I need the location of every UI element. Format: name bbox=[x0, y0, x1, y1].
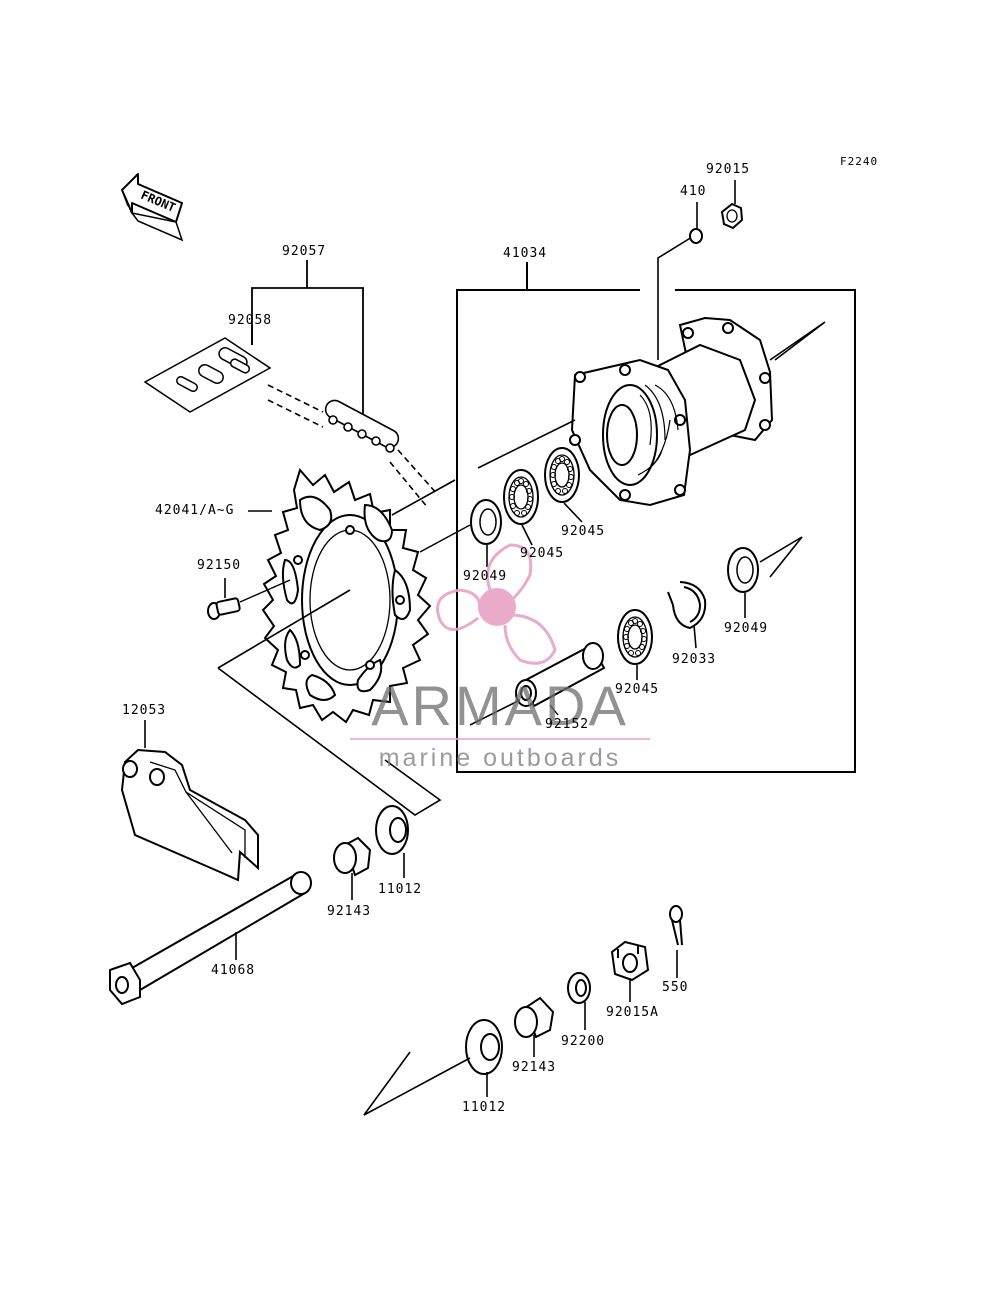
part-label-92033: 92033 bbox=[672, 652, 717, 667]
part-label-92049-right: 92049 bbox=[724, 621, 769, 636]
spacer-tube-92152 bbox=[515, 642, 606, 708]
part-label-550: 550 bbox=[662, 980, 689, 995]
part-label-11012-upper: 11012 bbox=[378, 882, 423, 897]
rear-hub bbox=[569, 316, 774, 507]
part-label-92015a: 92015A bbox=[606, 1005, 659, 1020]
part-label-92045-c: 92045 bbox=[615, 682, 660, 697]
rear-sprocket bbox=[261, 467, 432, 724]
part-label-12053: 12053 bbox=[122, 703, 167, 718]
leader-92152 bbox=[549, 704, 559, 716]
figure-code: F2240 bbox=[840, 155, 879, 168]
axle-axis-hub bbox=[469, 699, 521, 726]
part-label-92150: 92150 bbox=[197, 558, 242, 573]
part-label-92152: 92152 bbox=[545, 717, 590, 732]
part-label-92200: 92200 bbox=[561, 1034, 606, 1049]
lower-axis-arrow bbox=[363, 1051, 471, 1116]
nut-92015 bbox=[720, 202, 744, 230]
sprocket-axis-2 bbox=[477, 419, 576, 469]
part-label-92143-upper: 92143 bbox=[327, 904, 372, 919]
front-arrow-icon: FRONT bbox=[121, 173, 184, 242]
part-label-41034: 41034 bbox=[503, 246, 548, 261]
collar-92143-upper bbox=[333, 836, 372, 877]
chain-guide-12053 bbox=[120, 748, 259, 882]
leader-92045-a bbox=[521, 524, 533, 546]
seal-axis-left bbox=[419, 524, 471, 553]
master-link-plate bbox=[143, 337, 272, 413]
bearing-92045-c bbox=[617, 609, 653, 665]
right-axis-arrow bbox=[759, 536, 803, 563]
right-axis-arrowhead bbox=[769, 536, 803, 578]
collar-11012-lower bbox=[465, 1019, 503, 1075]
sprocket-axis bbox=[391, 479, 456, 516]
watermark-subtitle: marine outboards bbox=[378, 744, 622, 772]
leader-410 bbox=[657, 236, 693, 360]
watermark-propeller-icon bbox=[436, 543, 557, 665]
oil-seal-92049-left bbox=[470, 499, 502, 545]
leader-92033 bbox=[693, 624, 697, 649]
part-label-92058: 92058 bbox=[228, 313, 273, 328]
hub-assembly-bracket bbox=[456, 262, 856, 773]
drive-chain bbox=[267, 384, 439, 509]
part-label-92045-b: 92045 bbox=[561, 524, 606, 539]
collar-92143-lower bbox=[514, 996, 555, 1039]
bearing-92045-b bbox=[544, 447, 580, 503]
hub-axis-arrow bbox=[769, 321, 826, 361]
washer-92200 bbox=[567, 972, 591, 1004]
bearing-92045-a bbox=[503, 469, 539, 525]
part-label-41068: 41068 bbox=[211, 963, 256, 978]
bolt-axis bbox=[239, 579, 291, 603]
part-label-410: 410 bbox=[680, 184, 707, 199]
leader-92045-b bbox=[563, 502, 583, 523]
axle-41068 bbox=[109, 871, 312, 1006]
axle-guide-lines bbox=[217, 589, 442, 816]
part-label-92057: 92057 bbox=[282, 244, 327, 259]
collar-11012-upper bbox=[375, 805, 409, 855]
chain-bracket bbox=[251, 260, 364, 425]
circlip-92033 bbox=[667, 581, 707, 630]
part-label-92045-a: 92045 bbox=[520, 546, 565, 561]
washer-410 bbox=[689, 228, 703, 244]
part-label-92143-lower: 92143 bbox=[512, 1060, 557, 1075]
part-label-92015: 92015 bbox=[706, 162, 751, 177]
part-label-92049-left: 92049 bbox=[463, 569, 508, 584]
cotter-pin-550 bbox=[669, 905, 683, 946]
part-label-42041: 42041/A~G bbox=[155, 503, 235, 518]
watermark-divider bbox=[350, 738, 650, 740]
watermark-title: ARMADA bbox=[371, 674, 629, 737]
bolt-92150 bbox=[207, 597, 241, 620]
castle-nut-92015a bbox=[610, 940, 650, 982]
oil-seal-92049-right bbox=[727, 547, 759, 593]
part-label-11012-lower: 11012 bbox=[462, 1100, 507, 1115]
